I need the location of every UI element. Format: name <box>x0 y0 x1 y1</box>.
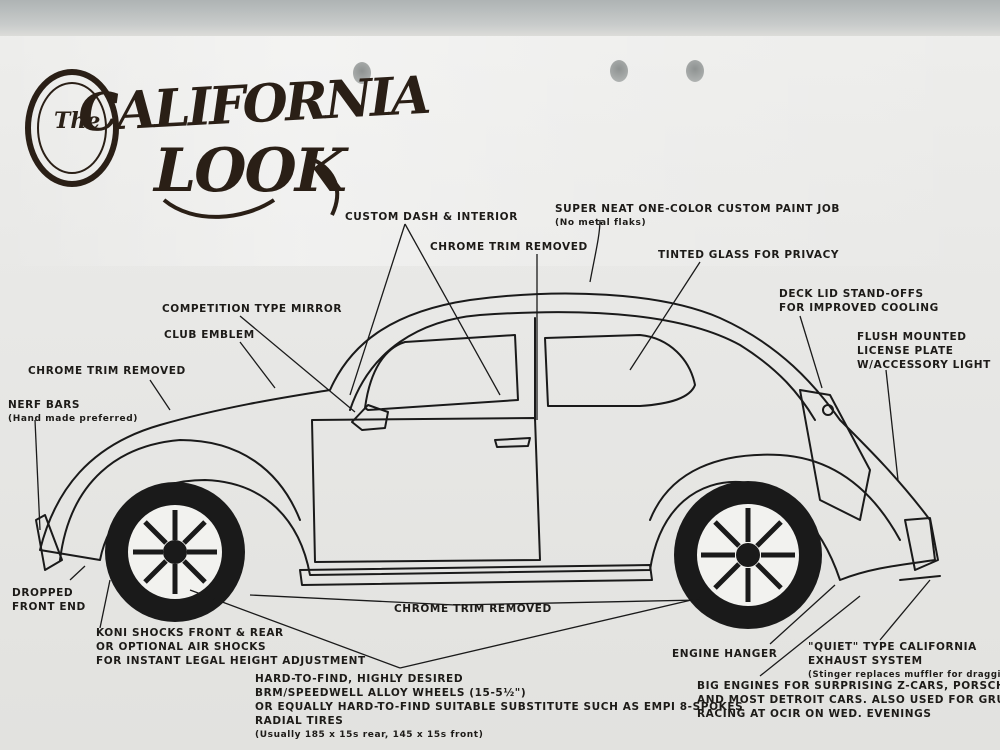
front-bumper <box>35 514 63 571</box>
label-chrome-trim-left: CHROME TRIM REMOVED <box>28 365 186 377</box>
front-wheel <box>105 482 245 622</box>
label-flush-plate-line3: W/ACCESSORY LIGHT <box>857 359 991 371</box>
label-deck-lid: DECK LID STAND-OFFS FOR IMPROVED COOLING <box>779 287 939 315</box>
label-wheels: HARD-TO-FIND, HIGHLY DESIRED BRM/SPEEDWE… <box>255 672 743 742</box>
label-competition-mirror: COMPETITION TYPE MIRROR <box>162 303 343 315</box>
front-window <box>364 334 519 411</box>
label-quiet-note: (Stinger replaces muffler for dragging) <box>808 670 1000 680</box>
label-nerf-bars-text: NERF BARS <box>8 399 81 411</box>
punch-hole <box>686 60 704 82</box>
label-club-emblem: CLUB EMBLEM <box>164 329 255 341</box>
label-flush-plate: FLUSH MOUNTED LICENSE PLATE W/ACCESSORY … <box>857 330 991 372</box>
front-fender <box>59 439 301 561</box>
logo-subtitle: LOOK <box>154 136 347 206</box>
label-big-engines-line2: AND MOST DETROIT CARS. ALSO USED FOR GRU… <box>697 694 1000 706</box>
label-nerf-bars-note: (Hand made preferred) <box>8 414 138 424</box>
roof-line <box>349 311 816 421</box>
label-tinted-glass: TINTED GLASS FOR PRIVACY <box>658 249 840 261</box>
label-koni-line1: KONI SHOCKS FRONT & REAR <box>96 627 284 639</box>
label-koni-line3: FOR INSTANT LEGAL HEIGHT ADJUSTMENT <box>96 655 366 667</box>
label-wheels-line4: RADIAL TIRES <box>255 715 344 727</box>
label-engine-hanger: ENGINE HANGER <box>672 648 778 660</box>
label-flush-plate-line2: LICENSE PLATE <box>857 345 954 357</box>
label-wheels-line1: HARD-TO-FIND, HIGHLY DESIRED <box>255 673 464 685</box>
label-dropped-front-end: DROPPED FRONT END <box>12 586 86 614</box>
label-koni-shocks: KONI SHOCKS FRONT & REAR OR OPTIONAL AIR… <box>96 626 366 668</box>
label-big-engines: BIG ENGINES FOR SURPRISING Z-CARS, PORSC… <box>697 679 1000 721</box>
rear-wheel <box>674 481 822 629</box>
label-wheels-note: (Usually 185 x 15s rear, 145 x 15s front… <box>255 730 484 740</box>
rear-window <box>544 334 696 407</box>
label-paint-job-note: (No metal flaks) <box>555 218 647 228</box>
label-big-engines-line3: RACING AT OCIR ON WED. EVENINGS <box>697 708 932 720</box>
label-quiet-exhaust: "QUIET" TYPE CALIFORNIA EXHAUST SYSTEM (… <box>808 640 1000 682</box>
mirror <box>351 404 389 431</box>
deck-lid-handle <box>822 404 834 416</box>
label-deck-lid-line2: FOR IMPROVED COOLING <box>779 302 939 314</box>
label-flush-plate-line1: FLUSH MOUNTED <box>857 331 967 343</box>
label-nerf-bars: NERF BARS (Hand made preferred) <box>8 398 138 426</box>
label-koni-line2: OR OPTIONAL AIR SHOCKS <box>96 641 267 653</box>
california-look-logo: The CALIFORNIA LOOK <box>14 50 430 230</box>
label-dropped-line2: FRONT END <box>12 601 86 613</box>
leader-lines <box>34 219 931 677</box>
label-dropped-line1: DROPPED <box>12 587 74 599</box>
exhaust <box>899 575 941 581</box>
rear-bumper <box>904 517 939 571</box>
label-chrome-trim-bottom: CHROME TRIM REMOVED <box>394 603 552 615</box>
label-big-engines-line1: BIG ENGINES FOR SURPRISING Z-CARS, PORSC… <box>697 680 1000 692</box>
logo-the: The <box>54 108 101 134</box>
door <box>311 417 541 563</box>
door-handle <box>494 437 531 448</box>
logo-swirl <box>25 69 340 219</box>
deck-lid <box>799 389 871 521</box>
punch-hole <box>353 62 371 84</box>
label-quiet-line2: EXHAUST SYSTEM <box>808 655 923 667</box>
car-body <box>39 292 936 581</box>
label-wheels-line2: BRM/SPEEDWELL ALLOY WHEELS (15-5½") <box>255 687 527 699</box>
label-wheels-line3: OR EQUALLY HARD-TO-FIND SUITABLE SUBSTIT… <box>255 701 744 713</box>
running-board <box>299 564 653 586</box>
binder-band <box>0 0 1000 36</box>
label-paint-job: SUPER NEAT ONE-COLOR CUSTOM PAINT JOB (N… <box>555 202 840 230</box>
label-deck-lid-line1: DECK LID STAND-OFFS <box>779 288 924 300</box>
label-paint-job-text: SUPER NEAT ONE-COLOR CUSTOM PAINT JOB <box>555 203 841 215</box>
label-quiet-line1: "QUIET" TYPE CALIFORNIA <box>808 641 977 653</box>
rear-fender <box>649 453 901 541</box>
punch-hole <box>610 60 628 82</box>
label-custom-dash: CUSTOM DASH & INTERIOR <box>345 211 518 223</box>
label-chrome-trim-top: CHROME TRIM REMOVED <box>430 241 588 253</box>
